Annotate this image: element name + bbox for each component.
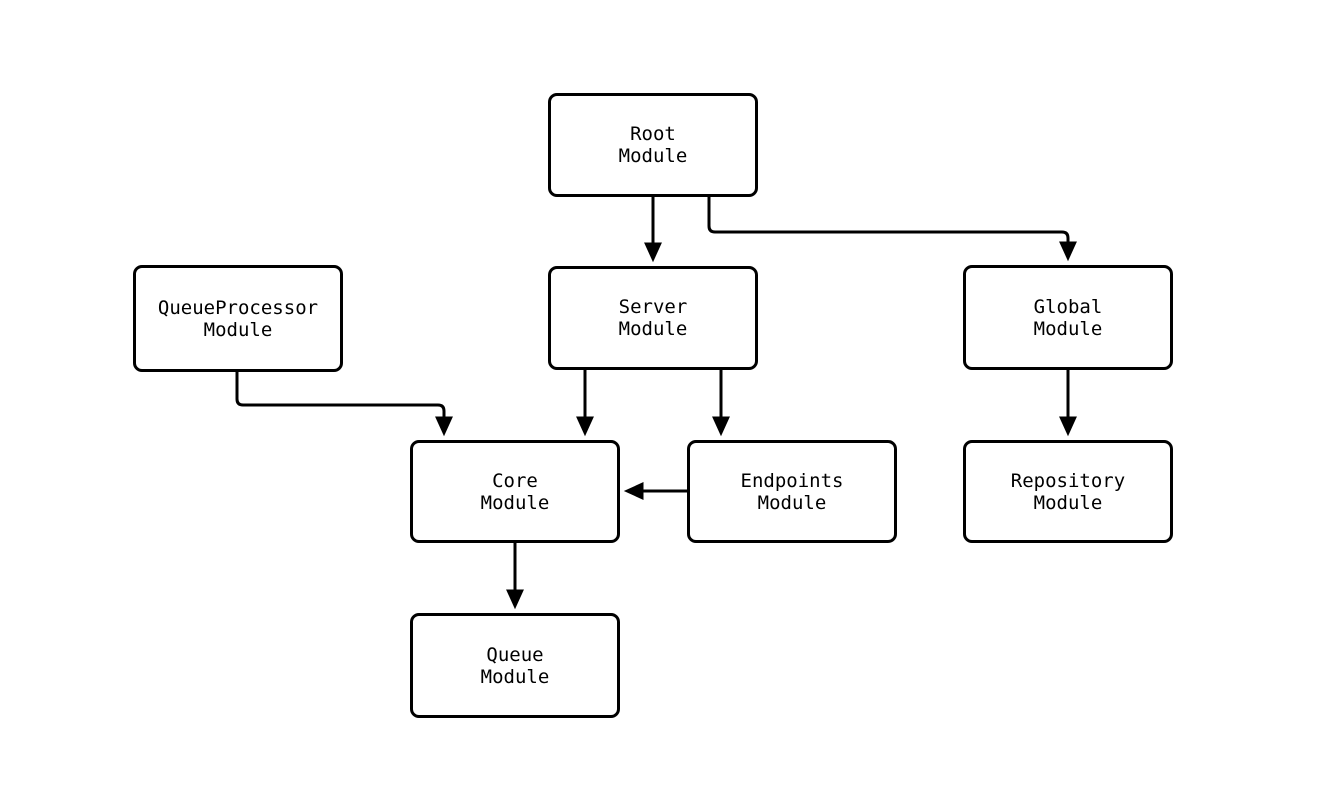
node-server-module[interactable]: Server Module [548,266,758,370]
node-label-line-1: Endpoints [740,469,844,492]
node-global-module[interactable]: Global Module [963,265,1173,370]
node-label-line-2: Module [203,318,273,341]
node-label-line-2: Module [1033,317,1103,340]
node-label-line-2: Module [480,491,550,514]
node-label-line-2: Module [757,491,827,514]
node-repository-module[interactable]: Repository Module [963,440,1173,543]
node-label-line-2: Module [1033,491,1103,514]
node-core-module[interactable]: Core Module [410,440,620,543]
node-label-line-1: Repository [1010,469,1126,492]
node-endpoints-module[interactable]: Endpoints Module [687,440,897,543]
node-label-line-1: Queue [486,643,544,666]
node-label-line-2: Module [618,318,688,340]
node-queue-module[interactable]: Queue Module [410,613,620,718]
node-root-module[interactable]: Root Module [548,93,758,197]
node-label-line-1: Server [618,296,688,318]
node-label-line-1: Root [630,123,676,145]
node-label-line-2: Module [480,665,550,688]
edge-root-to-global [707,197,1077,262]
node-queueprocessor-module[interactable]: QueueProcessor Module [133,265,343,372]
edge-queueprocessor-to-core [235,372,453,437]
node-label-line-2: Module [618,145,688,167]
node-label-line-1: QueueProcessor [157,296,319,319]
node-label-line-1: Global [1033,295,1103,318]
node-label-line-1: Core [492,469,538,492]
